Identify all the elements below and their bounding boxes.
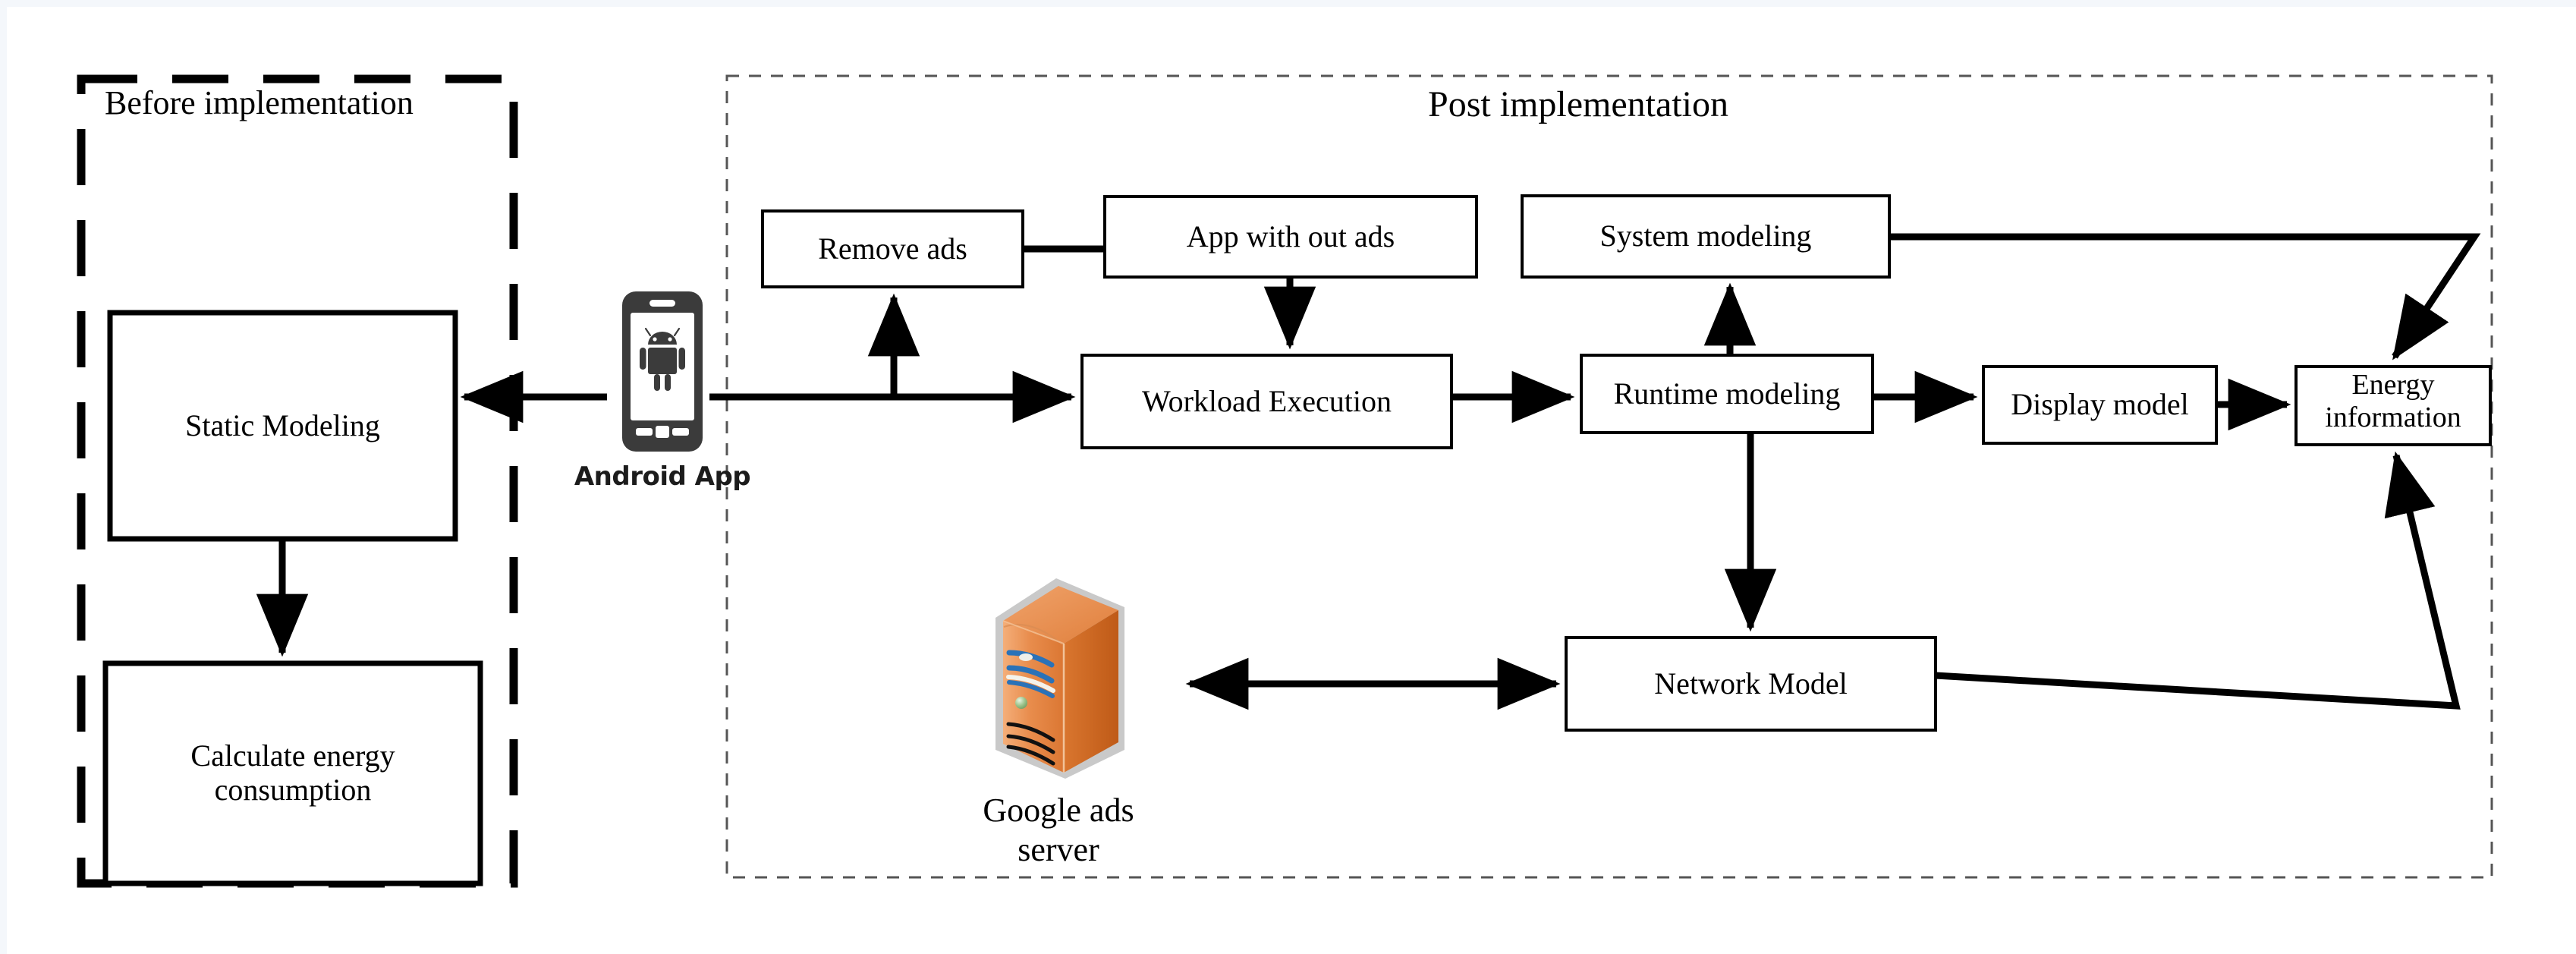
- node-box-app-with-out-ads[interactable]: [1103, 195, 1478, 279]
- node-box-static-modeling[interactable]: [107, 310, 458, 542]
- before-implementation-container: [77, 74, 518, 888]
- node-box-calculate-energy-consumption[interactable]: [102, 660, 483, 886]
- node-box-remove-ads[interactable]: [761, 209, 1024, 288]
- before-implementation-title: Before implementation: [105, 84, 414, 121]
- node-box-workload-execution[interactable]: [1080, 354, 1453, 449]
- node-box-runtime-modeling[interactable]: [1580, 354, 1874, 434]
- node-box-display-model[interactable]: [1982, 365, 2218, 445]
- node-box-network-model[interactable]: [1565, 636, 1937, 732]
- android-phone-icon: [621, 290, 704, 453]
- node-box-system-modeling[interactable]: [1521, 194, 1891, 279]
- post-implementation-container: [725, 74, 2493, 879]
- android-app-caption: Android App: [574, 461, 751, 492]
- post-implementation-title: Post implementation: [1428, 84, 1728, 124]
- android-robot-glyph: [640, 327, 685, 391]
- edge-system-modeling-to-energy-information: [1889, 233, 2481, 361]
- node-box-energy-information[interactable]: [2294, 365, 2492, 446]
- edge-network-model-to-energy-information: [1935, 451, 2461, 710]
- google-ads-server-caption: Google ads server: [983, 792, 1134, 868]
- server-tower-icon: [983, 574, 1132, 783]
